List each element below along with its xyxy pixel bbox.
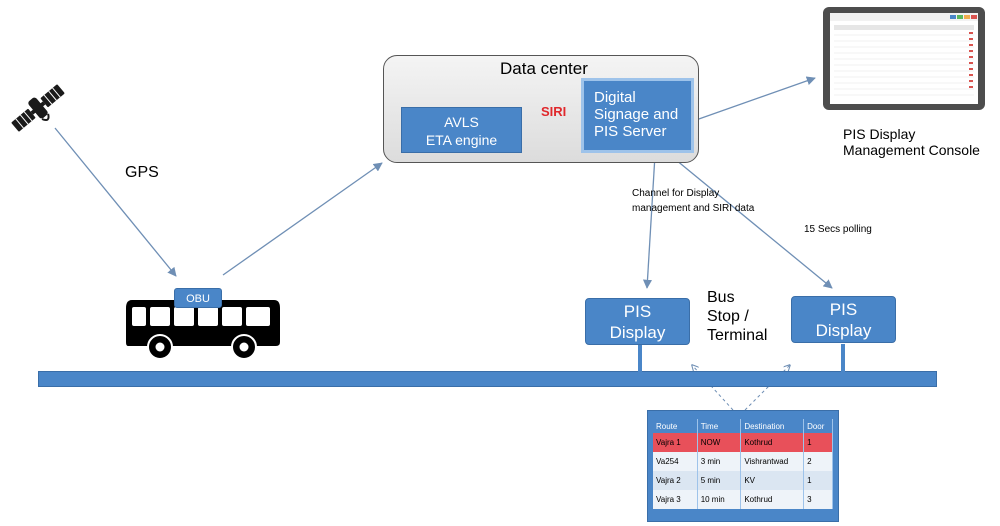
cell-time: 5 min bbox=[697, 471, 742, 490]
road bbox=[38, 371, 937, 387]
avls-label: AVLS bbox=[444, 114, 479, 130]
cell-route: Va254 bbox=[653, 452, 698, 471]
channel-caption-line2: management and SIRI data bbox=[632, 203, 755, 214]
cell-door: 1 bbox=[803, 471, 833, 490]
header-time: Time bbox=[697, 419, 742, 433]
console-screen bbox=[830, 13, 978, 104]
cell-door: 3 bbox=[803, 490, 833, 509]
console-monitor-icon bbox=[823, 7, 985, 110]
gps-to-obu-arrow bbox=[54, 127, 177, 277]
cell-route: Vajra 2 bbox=[653, 471, 698, 490]
obu-unit: OBU bbox=[174, 288, 222, 308]
pis-display-2-line1: PIS bbox=[829, 300, 858, 319]
cell-route: Vajra 1 bbox=[653, 433, 698, 452]
gps-label: GPS bbox=[125, 164, 159, 181]
console-table-icon bbox=[830, 13, 978, 96]
cell-route: Vajra 3 bbox=[653, 490, 698, 509]
pis-server-line1: Digital bbox=[594, 89, 636, 106]
arrival-table: Route Time Destination Door Vajra 1 NOW … bbox=[653, 419, 833, 509]
cell-door: 1 bbox=[803, 433, 833, 452]
cell-time: NOW bbox=[697, 433, 742, 452]
server-to-display1-arrow bbox=[642, 154, 656, 289]
arrival-board: Route Time Destination Door Vajra 1 NOW … bbox=[647, 410, 839, 522]
channel-caption-line1: Channel for Display bbox=[632, 188, 720, 199]
cell-destination: Kothrud bbox=[740, 490, 805, 509]
pis-display-post bbox=[841, 344, 845, 372]
server-to-display2-arrow bbox=[669, 154, 833, 289]
channel-caption: Channel for Display management and SIRI … bbox=[632, 186, 754, 216]
table-row: Vajra 3 10 min Kothrud 3 bbox=[653, 490, 833, 509]
pis-display-post bbox=[638, 344, 642, 372]
polling-caption: 15 Secs polling bbox=[804, 224, 872, 235]
header-route: Route bbox=[653, 419, 698, 433]
cell-destination: Vishrantwad bbox=[740, 452, 805, 471]
pis-display-1-line1: PIS bbox=[623, 302, 652, 321]
header-destination: Destination bbox=[740, 419, 805, 433]
avls-eta-engine-box: AVLS ETA engine bbox=[401, 107, 522, 153]
console-caption: PIS Display Management Console bbox=[843, 126, 980, 158]
cell-time: 10 min bbox=[697, 490, 742, 509]
console-caption-line2: Management Console bbox=[843, 142, 980, 158]
cell-door: 2 bbox=[803, 452, 833, 471]
pis-display-1-line2: Display bbox=[609, 323, 666, 342]
obu-to-datacenter-arrow bbox=[222, 162, 383, 276]
eta-engine-label: ETA engine bbox=[425, 132, 498, 148]
table-row: Vajra 1 NOW Kothrud 1 bbox=[653, 433, 833, 452]
cell-destination: Kothrud bbox=[740, 433, 805, 452]
server-to-console-arrow bbox=[695, 76, 816, 121]
board-to-display2-dashed bbox=[744, 365, 790, 411]
pis-server-box: Digital Signage and PIS Server bbox=[581, 78, 694, 153]
console-caption-line1: PIS Display bbox=[843, 126, 916, 142]
pis-server-line3: PIS Server bbox=[594, 123, 667, 140]
pis-server-line2: Signage and bbox=[594, 106, 679, 123]
bus-icon bbox=[126, 300, 280, 360]
table-row: Vajra 2 5 min KV 1 bbox=[653, 471, 833, 490]
bus-stop-line3: Terminal bbox=[707, 327, 768, 344]
header-door: Door bbox=[803, 419, 833, 433]
bus-stop-line2: Stop / bbox=[707, 308, 749, 325]
pis-display-2: PIS Display bbox=[791, 296, 896, 343]
data-center-title: Data center bbox=[500, 59, 588, 78]
pis-display-2-line2: Display bbox=[815, 321, 872, 340]
cell-destination: KV bbox=[740, 471, 805, 490]
table-header-row: Route Time Destination Door bbox=[653, 419, 833, 433]
satellite-icon bbox=[11, 84, 65, 132]
table-row: Va254 3 min Vishrantwad 2 bbox=[653, 452, 833, 471]
siri-label: SIRI bbox=[541, 104, 567, 119]
bus-stop-line1: Bus bbox=[707, 289, 735, 306]
pis-display-1: PIS Display bbox=[585, 298, 690, 345]
bus-stop-caption: Bus Stop / Terminal bbox=[707, 288, 767, 345]
cell-time: 3 min bbox=[697, 452, 742, 471]
